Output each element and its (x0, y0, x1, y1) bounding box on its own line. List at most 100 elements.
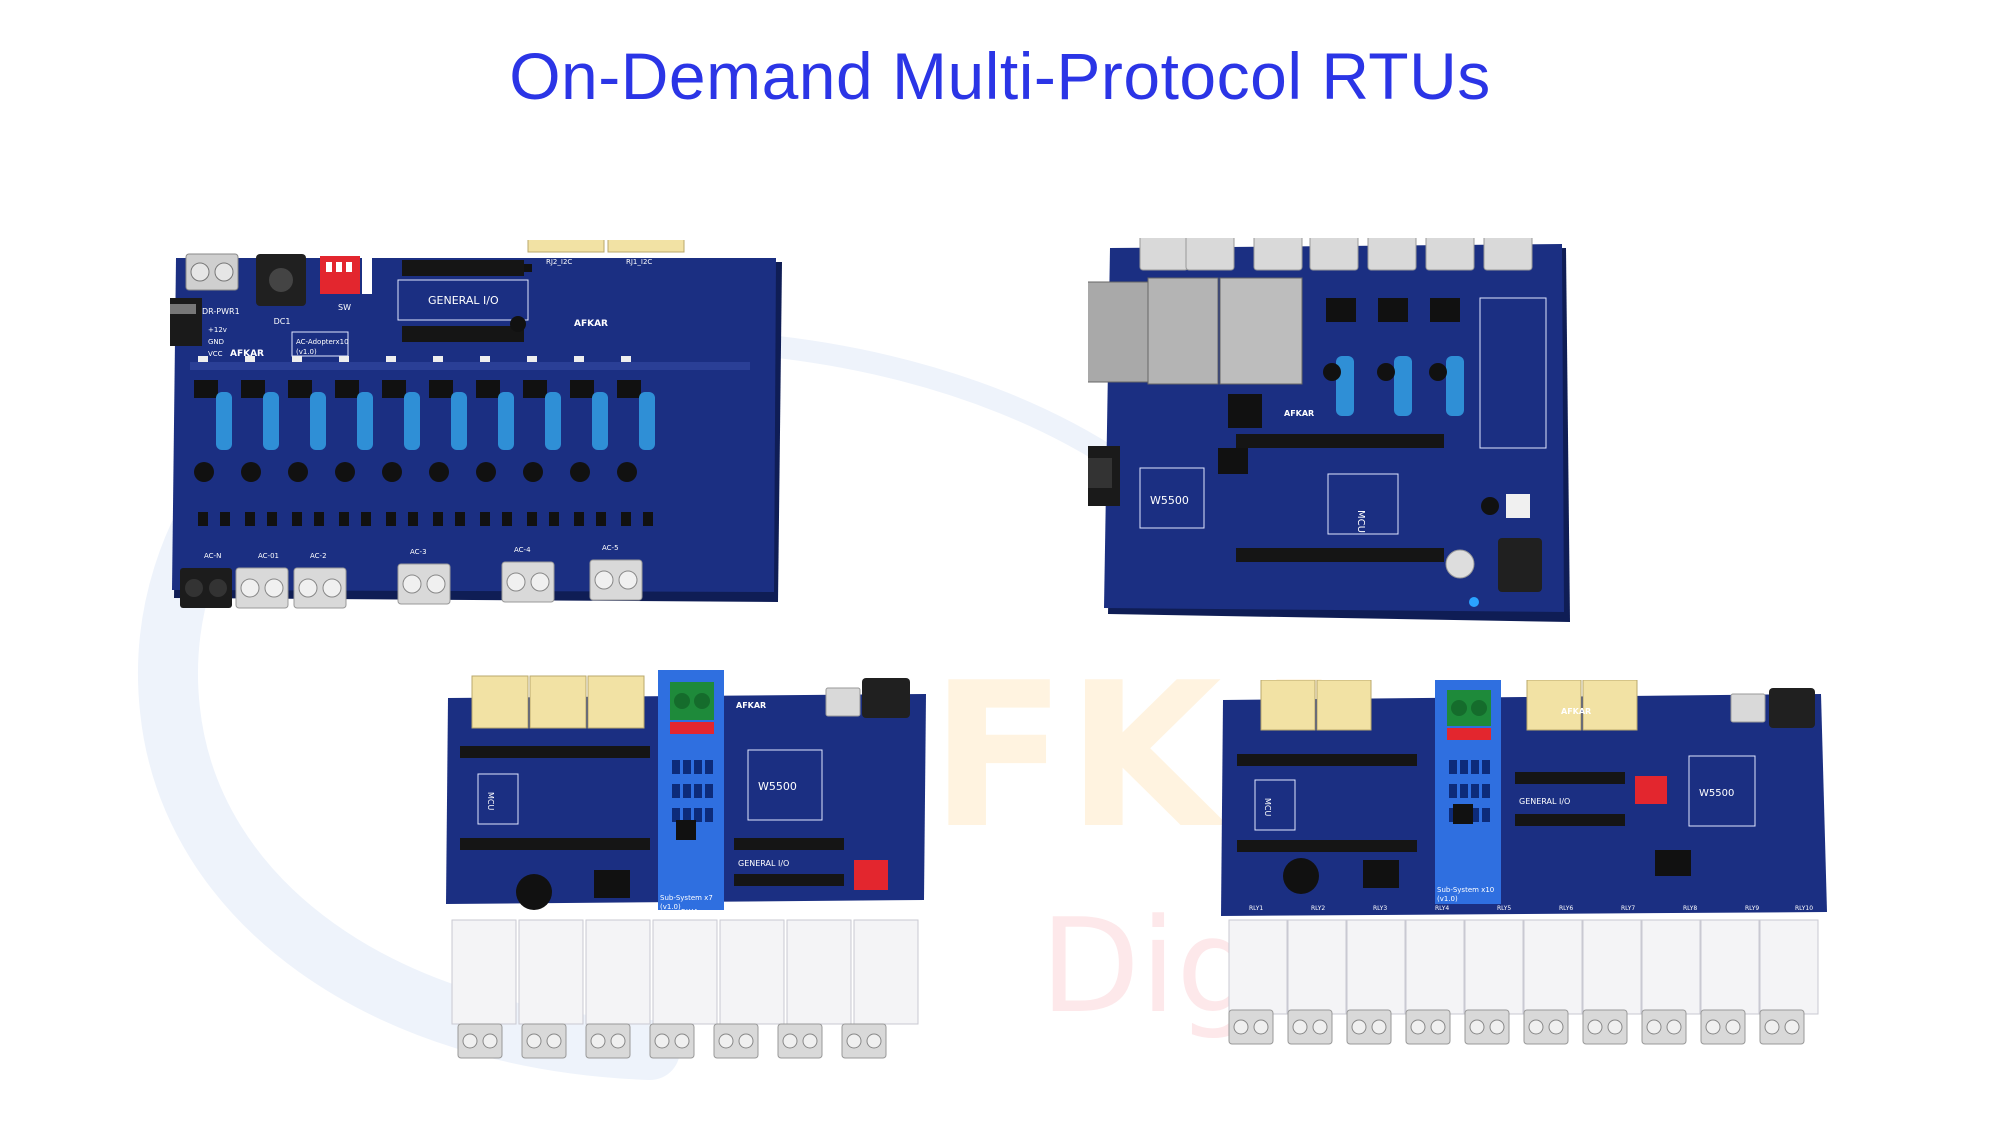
svg-text:(v1.0): (v1.0) (1437, 895, 1458, 903)
svg-text:AC-01: AC-01 (258, 552, 279, 560)
diode (314, 512, 324, 526)
led (292, 356, 302, 362)
led (574, 356, 584, 362)
terminal-screw (1646, 1019, 1662, 1035)
diode (198, 512, 208, 526)
diode (408, 512, 418, 526)
pin-header (734, 874, 844, 886)
svg-text:RLY5: RLY5 (1497, 905, 1511, 912)
svg-text:HDR-PWR1: HDR-PWR1 (196, 307, 240, 316)
usb-port (1506, 494, 1530, 518)
diode (292, 512, 302, 526)
terminal-block (585, 1023, 631, 1059)
pin-header (734, 838, 844, 850)
diode (245, 512, 255, 526)
svg-text:RJ1_I2C: RJ1_I2C (626, 258, 652, 266)
smd-pad (705, 808, 713, 822)
smd-pad (1460, 784, 1468, 798)
svg-text:AC-4: AC-4 (514, 546, 531, 554)
terminal-block (457, 1023, 503, 1059)
terminal-screw (1410, 1019, 1426, 1035)
terminal-block (1483, 238, 1533, 271)
terminal-screw (802, 1033, 818, 1049)
svg-text:MCU: MCU (1355, 510, 1366, 533)
diode (455, 512, 465, 526)
terminal-block (1253, 238, 1303, 271)
diode (339, 512, 349, 526)
rj-connector (471, 675, 529, 729)
rj45-jack (1088, 281, 1153, 383)
capacitor (1336, 356, 1354, 416)
optocoupler (476, 380, 500, 398)
svg-text:AFKAR: AFKAR (1561, 707, 1591, 716)
terminal-screw (1489, 1019, 1505, 1035)
rj-connector (1260, 680, 1316, 731)
relay (1700, 919, 1760, 1015)
general-io-header-top (402, 260, 524, 276)
terminal-screw (1705, 1019, 1721, 1035)
terminal-block (1185, 238, 1235, 271)
rj-connector (587, 675, 645, 729)
terminal-screw (1233, 1019, 1249, 1035)
capacitor (310, 392, 326, 450)
led (198, 356, 208, 362)
svg-text:GND: GND (208, 338, 224, 346)
optocoupler (523, 380, 547, 398)
relay (1641, 919, 1701, 1015)
pin-header (1237, 754, 1417, 766)
svg-text:Sub-System x10: Sub-System x10 (1437, 886, 1494, 894)
electrolytic-capacitor (429, 462, 449, 482)
terminal-block (1139, 238, 1189, 271)
relay (1405, 919, 1465, 1015)
dip-switch (854, 860, 888, 890)
terminal-block (649, 1023, 695, 1059)
terminal-screw (1587, 1019, 1603, 1035)
rj-connector (1582, 680, 1638, 731)
pin-header (1515, 772, 1625, 784)
smd-pad (672, 808, 680, 822)
module-outline (1479, 297, 1547, 449)
terminal-screw (1469, 1019, 1485, 1035)
terminal-block (521, 1023, 567, 1059)
terminal-screw (1607, 1019, 1623, 1035)
smd-pad (1482, 784, 1490, 798)
ic-chip (594, 870, 630, 898)
page-title: On-Demand Multi-Protocol RTUs (509, 39, 1491, 113)
terminal-screw (1548, 1019, 1564, 1035)
terminal-screw (1784, 1019, 1800, 1035)
terminal-screw (462, 1033, 478, 1049)
terminal-screw (654, 1033, 670, 1049)
diode (220, 512, 230, 526)
electrolytic-capacitor (241, 462, 261, 482)
relay (1523, 919, 1583, 1015)
optocoupler (617, 380, 641, 398)
diode (480, 512, 490, 526)
svg-text:MCU: MCU (486, 792, 495, 810)
relay (1287, 919, 1347, 1015)
w5500-module (1139, 467, 1205, 529)
small-capacitor (510, 316, 526, 332)
terminal-block (1309, 238, 1359, 271)
terminal-block (293, 567, 347, 609)
smd-pad (1471, 784, 1479, 798)
relay (1582, 919, 1642, 1015)
rj-connector (607, 240, 685, 253)
terminal-screw (1528, 1019, 1544, 1035)
terminal-block (1700, 1009, 1746, 1045)
svg-text:AFKAR: AFKAR (230, 349, 264, 359)
relay (1759, 919, 1819, 1015)
smd-pad (1449, 760, 1457, 774)
electrolytic-capacitor (288, 462, 308, 482)
led (621, 356, 631, 362)
diode (621, 512, 631, 526)
svg-text:RLY3: RLY3 (614, 908, 631, 916)
smd-pad (1482, 808, 1490, 822)
terminal-block (1464, 1009, 1510, 1045)
terminal-screw (1312, 1019, 1328, 1035)
board-subsystem-x7: MCU Sub-System x7 (v1.0) W5500 AFKAR GEN… (446, 670, 926, 1059)
optocoupler (194, 380, 218, 398)
relay (719, 919, 785, 1025)
pcb-board (1104, 244, 1564, 612)
component-row (190, 362, 750, 370)
svg-text:AC-Adopterx10: AC-Adopterx10 (296, 338, 349, 346)
